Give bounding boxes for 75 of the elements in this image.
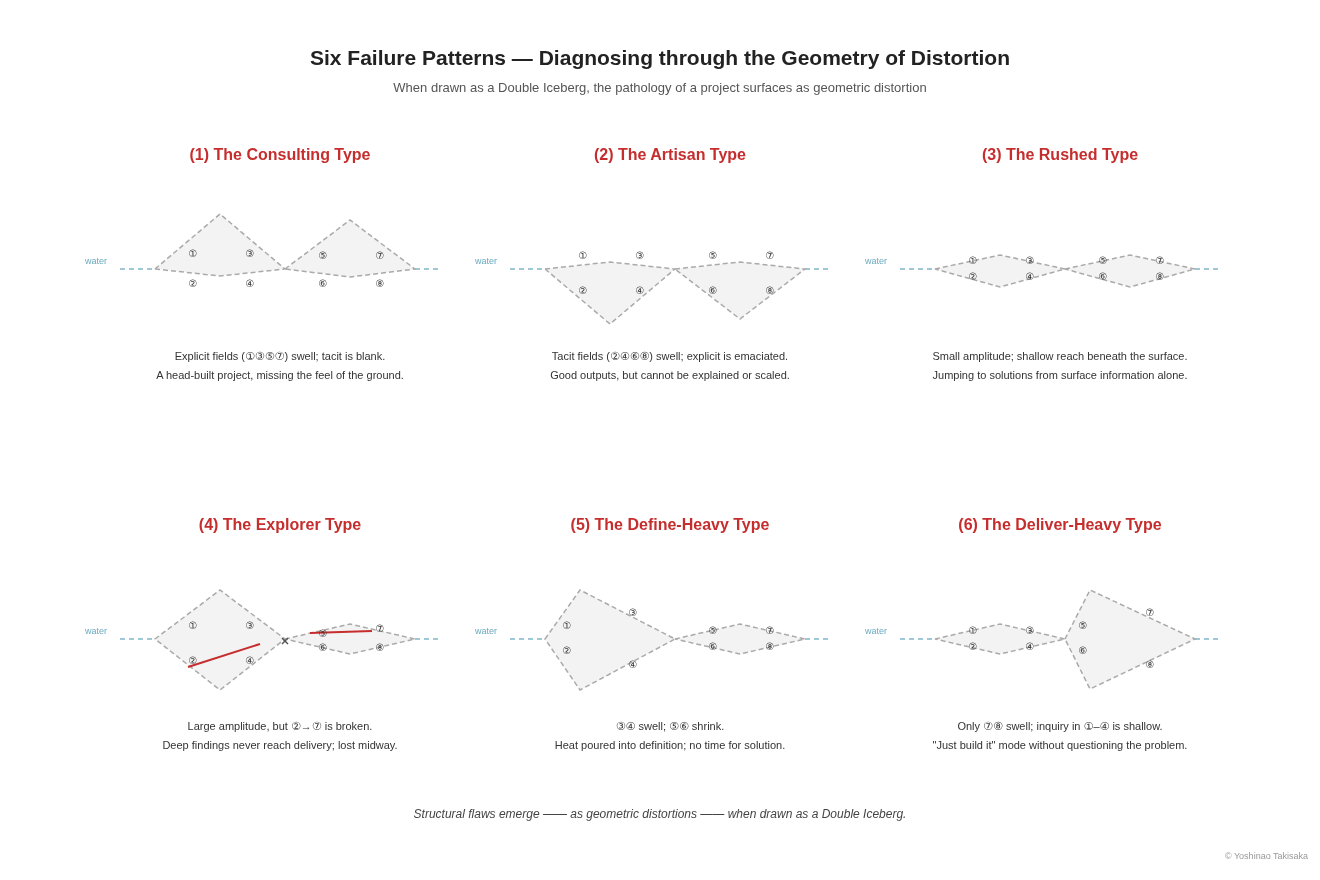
callout-number: ⑦: [1155, 256, 1165, 266]
callout-number: ③: [1025, 626, 1035, 636]
callout-number: ⑦: [765, 626, 775, 636]
panel-title: (6) The Deliver-Heavy Type: [957, 516, 1163, 534]
caption-text: A head-built project, missing the feel of the ground.: [155, 369, 405, 381]
caption-text: Small amplitude; shallow reach beneath the surface.: [931, 350, 1189, 362]
page-title: Six Failure Patterns — Diagnosing through the Geometry of Distortion: [308, 46, 1012, 70]
callout-number: ③: [245, 621, 255, 631]
callout-number: ⑧: [765, 286, 775, 296]
footer-note: Structural flaws emerge —— as geometric distortions —— when drawn as a Double Iceberg.: [412, 807, 908, 821]
callout-number: ②: [968, 642, 978, 652]
caption-text: Tacit fields (②④⑥⑧) swell; explicit is emaciated.: [550, 350, 790, 363]
callout-number: ④: [628, 660, 638, 670]
caption-text: Good outputs, but cannot be explained or scaled.: [549, 369, 791, 381]
callout-number: ⑤: [1078, 621, 1088, 631]
callout-number: ⑧: [765, 642, 775, 652]
water-label: water: [475, 626, 497, 636]
callout-number: ⑦: [765, 251, 775, 261]
water-label: water: [865, 256, 887, 266]
caption-text: Only ⑦⑧ swell; inquiry in ①–④ is shallow.: [956, 720, 1164, 733]
callout-number: ④: [245, 279, 255, 289]
callout-number: ①: [968, 626, 978, 636]
callout-number: ⑤: [1098, 256, 1108, 266]
panel-title: (3) The Rushed Type: [980, 146, 1140, 164]
callout-number: ③: [245, 249, 255, 259]
callout-number: ⑧: [375, 279, 385, 289]
callout-number: ⑧: [375, 643, 385, 653]
callout-number: ②: [188, 656, 198, 666]
callout-number: ⑤: [708, 626, 718, 636]
callout-number: ⑥: [1078, 646, 1088, 656]
panel-title: (1) The Consulting Type: [188, 146, 372, 164]
caption-text: Heat poured into definition; no time for solution.: [553, 739, 787, 751]
panel-title: (4) The Explorer Type: [197, 516, 363, 534]
caption-text: "Just build it" mode without questioning the problem.: [931, 739, 1189, 751]
callout-number: ①: [188, 621, 198, 631]
water-label: water: [475, 256, 497, 266]
callout-number: ④: [245, 656, 255, 666]
callout-number: ⑧: [1145, 660, 1155, 670]
callout-number: ③: [635, 251, 645, 261]
callout-number: ①: [562, 621, 572, 631]
caption-text: Explicit fields (①③⑤⑦) swell; tacit is blank.: [173, 350, 387, 363]
water-label: water: [85, 256, 107, 266]
caption-text: Deep findings never reach delivery; lost midway.: [161, 739, 399, 751]
callout-number: ④: [635, 286, 645, 296]
callout-number: ③: [628, 608, 638, 618]
caption-text: Jumping to solutions from surface information alone.: [931, 369, 1189, 381]
callout-number: ①: [188, 249, 198, 259]
callout-number: ⑦: [375, 251, 385, 261]
callout-number: ⑥: [708, 286, 718, 296]
caption-text: Large amplitude, but ②→⑦ is broken.: [186, 720, 374, 733]
callout-number: ②: [968, 272, 978, 282]
panel-title: (5) The Define-Heavy Type: [569, 516, 771, 534]
callout-number: ⑥: [1098, 272, 1108, 282]
callout-number: ⑤: [708, 251, 718, 261]
callout-number: ⑤: [318, 251, 328, 261]
water-label: water: [85, 626, 107, 636]
callout-number: ①: [578, 251, 588, 261]
water-label: water: [865, 626, 887, 636]
callout-number: ⑥: [708, 642, 718, 652]
subtitle: When drawn as a Double Iceberg, the pathology of a project surfaces as geometric distortion: [392, 80, 928, 95]
callout-number: ⑦: [375, 624, 385, 634]
callout-number: ⑧: [1155, 272, 1165, 282]
callout-number: ②: [188, 279, 198, 289]
copyright-text: © Yoshinao Takisaka: [1224, 851, 1308, 861]
callout-number: ④: [1025, 642, 1035, 652]
panel-title: (2) The Artisan Type: [593, 146, 747, 164]
callout-number: ③: [1025, 256, 1035, 266]
callout-number: ②: [578, 286, 588, 296]
caption-text: ③④ swell; ⑤⑥ shrink.: [614, 720, 726, 733]
callout-number: ⑥: [318, 643, 328, 653]
callout-number: ⑥: [318, 279, 328, 289]
callout-number: ①: [968, 256, 978, 266]
callout-number: ②: [562, 646, 572, 656]
callout-number: ⑦: [1145, 608, 1155, 618]
callout-number: ④: [1025, 272, 1035, 282]
